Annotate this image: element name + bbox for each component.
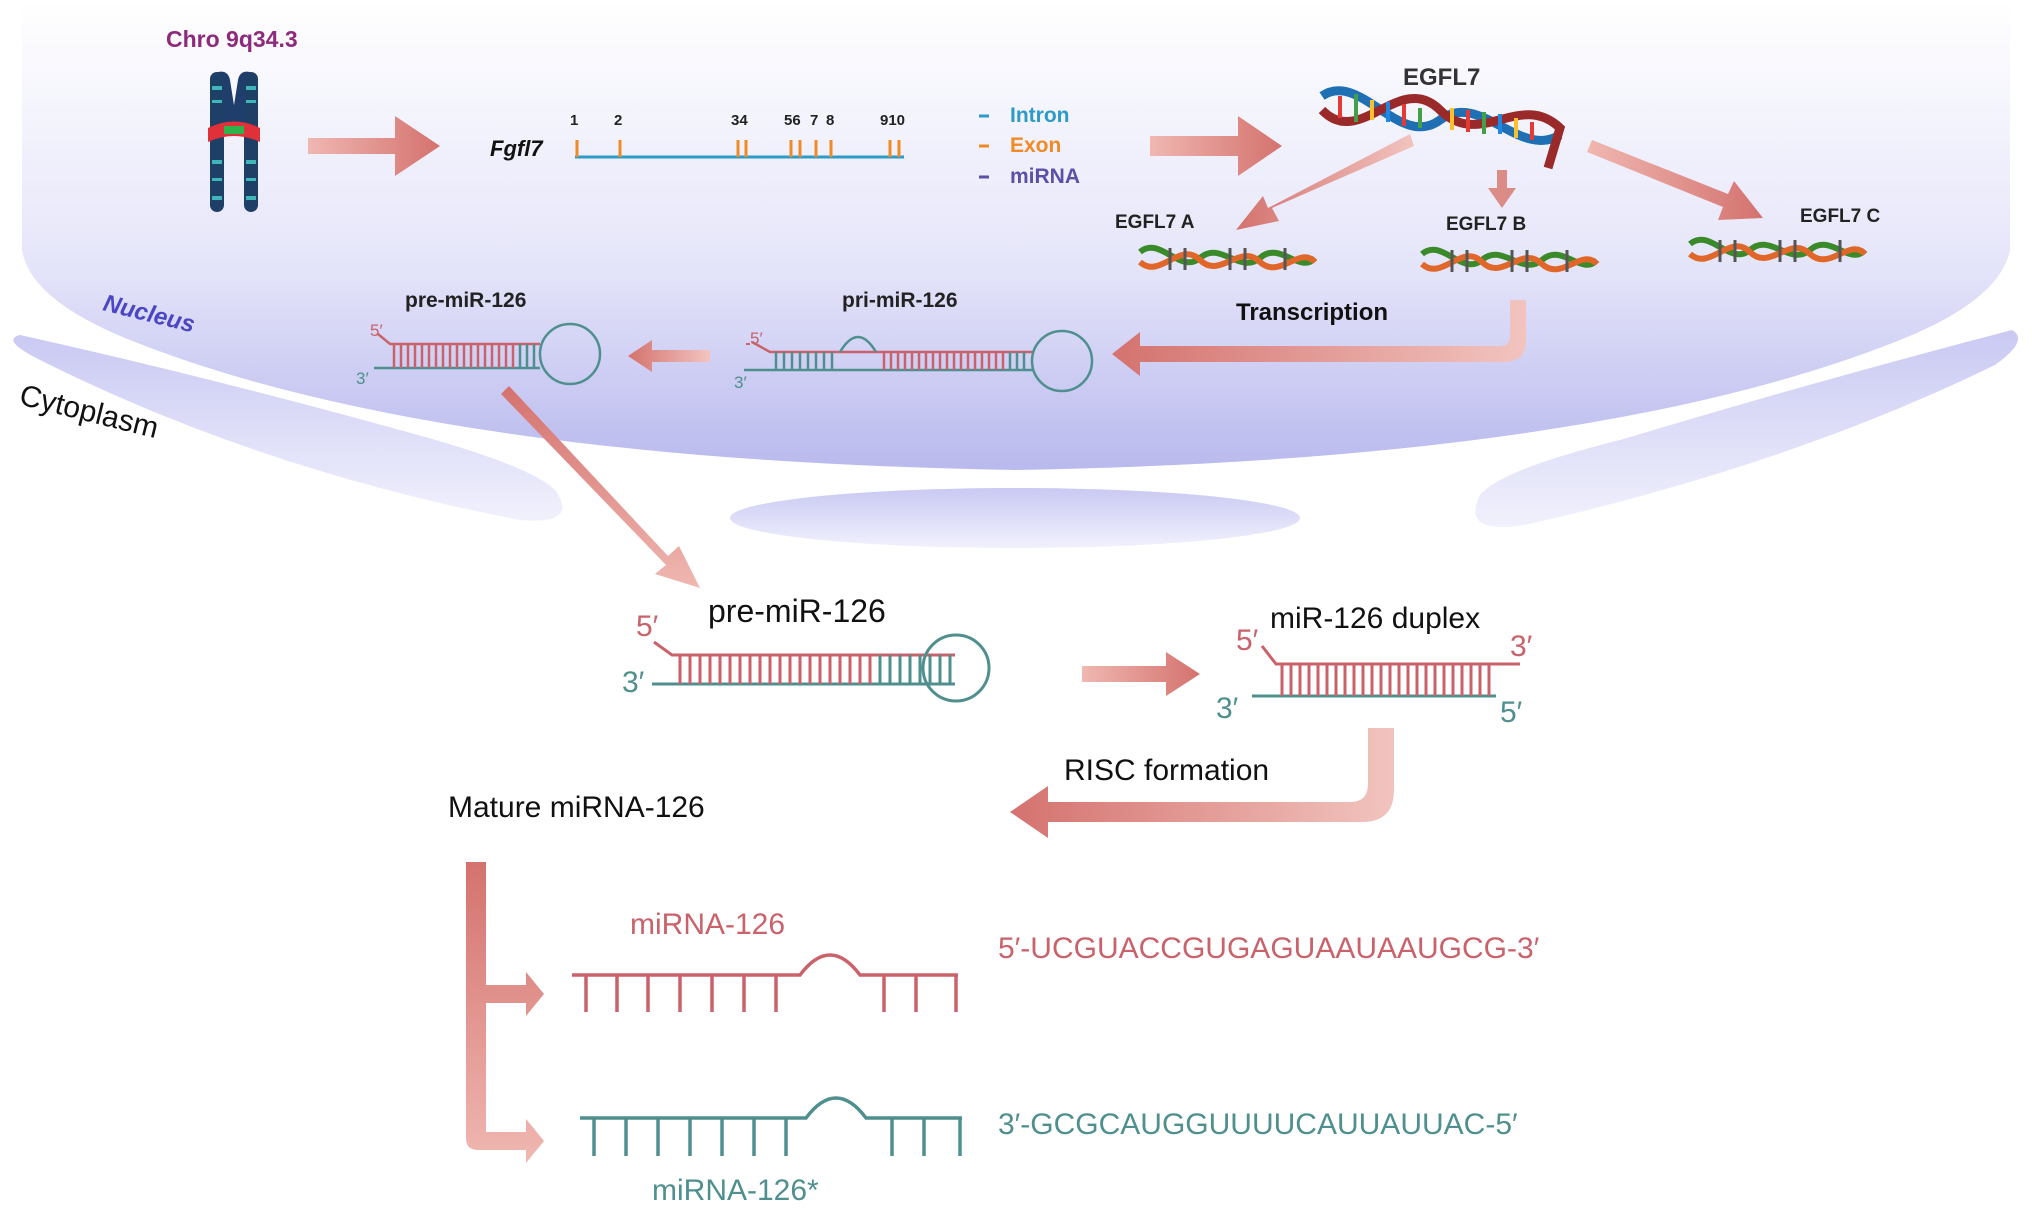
duplex-three-prime-top: 3′ [1510, 630, 1533, 663]
gene-legend: Intron Exon miRNA [979, 104, 1080, 188]
mirna-126-star-strand [580, 1096, 962, 1156]
arrow-egfl7-to-b [1488, 170, 1516, 208]
mirna-126-strand [572, 953, 958, 1012]
pre-mir-126-nuclear-hairpin [374, 322, 602, 386]
mature-label: Mature miRNA-126 [448, 791, 705, 824]
egfl7-label: EGFL7 [1403, 64, 1480, 91]
exon-label-910: 910 [880, 112, 905, 129]
arrow-egfl7-to-a [1236, 134, 1414, 230]
egfl7-a-dna-icon [1137, 244, 1318, 271]
chromosome-label: Chro 9q34.3 [166, 26, 298, 52]
legend-mirna: miRNA [1010, 165, 1080, 188]
exon-label-56: 56 [784, 112, 801, 129]
pre-mir-cyto-five-prime: 5′ [636, 610, 659, 643]
exon-label-7: 7 [810, 112, 818, 129]
arrow-risc-formation [1010, 728, 1394, 838]
exon-label-1: 1 [570, 112, 578, 129]
pre-mir-nuclear-label: pre-miR-126 [405, 289, 526, 312]
er-membrane-center [730, 488, 1300, 548]
pri-mir-three-prime: 3′ [734, 373, 747, 392]
mir-126-duplex [1252, 645, 1520, 698]
gene-structure [575, 140, 904, 159]
arrow-pre-to-duplex [1082, 652, 1200, 696]
egfl7-c-label: EGFL7 C [1800, 206, 1881, 227]
pri-mir-126-hairpin [744, 329, 1094, 393]
chromosome-icon [208, 71, 260, 212]
duplex-five-prime-bottom: 5′ [1500, 696, 1523, 729]
gene-name: Fgfl7 [490, 136, 544, 161]
pre-mir-126-cytoplasmic-hairpin [652, 633, 991, 703]
legend-exon: Exon [1010, 134, 1061, 157]
duplex-five-prime-top: 5′ [1236, 624, 1259, 657]
egfl7-b-label: EGFL7 B [1446, 214, 1526, 235]
egfl7-c-dna-icon [1687, 236, 1868, 263]
legend-intron: Intron [1010, 104, 1069, 127]
passenger-sequence: 3′-GCGCAUGGUUUUCAUUAUUAC-5′ [998, 1108, 1518, 1141]
egfl7-a-label: EGFL7 A [1115, 212, 1195, 233]
pri-mir-five-prime: 5′ [750, 329, 763, 348]
nucleus-body [22, 0, 2010, 470]
guide-sequence: 5′-UCGUACCGUGAGUAAUAAUGCG-3′ [998, 932, 1540, 965]
arrow-nuclear-export [501, 386, 700, 588]
arrow-gene-to-egfl7 [1150, 116, 1282, 176]
pre-mir-cyto-three-prime: 3′ [622, 666, 645, 699]
arrow-egfl7-to-c [1587, 140, 1763, 220]
duplex-three-prime-bottom: 3′ [1216, 692, 1239, 725]
er-membrane-right [1475, 330, 2019, 527]
egfl7-b-dna-icon [1419, 246, 1600, 273]
egfl7-dna-helix-icon [1318, 86, 1566, 170]
arrow-chromosome-to-gene [308, 116, 440, 176]
duplex-label: miR-126 duplex [1270, 602, 1480, 635]
pre-mir-nuclear-three-prime: 3′ [356, 369, 369, 388]
exon-label-2: 2 [614, 112, 622, 129]
mirna-126-star-label: miRNA-126* [652, 1174, 819, 1207]
arrow-pri-to-pre [628, 340, 710, 372]
er-membrane-left [13, 335, 563, 521]
arrow-mature-branch [466, 862, 544, 1163]
pre-mir-nuclear-five-prime: 5′ [370, 321, 383, 340]
risc-label: RISC formation [1064, 754, 1269, 787]
transcription-label: Transcription [1236, 299, 1388, 326]
arrow-transcription [1112, 300, 1526, 376]
exon-label-8: 8 [826, 112, 834, 129]
pri-mir-label: pri-miR-126 [842, 289, 958, 312]
mirna-126-label: miRNA-126 [630, 908, 785, 941]
exon-label-34: 34 [731, 112, 748, 129]
pre-mir-cyto-label: pre-miR-126 [708, 593, 886, 629]
